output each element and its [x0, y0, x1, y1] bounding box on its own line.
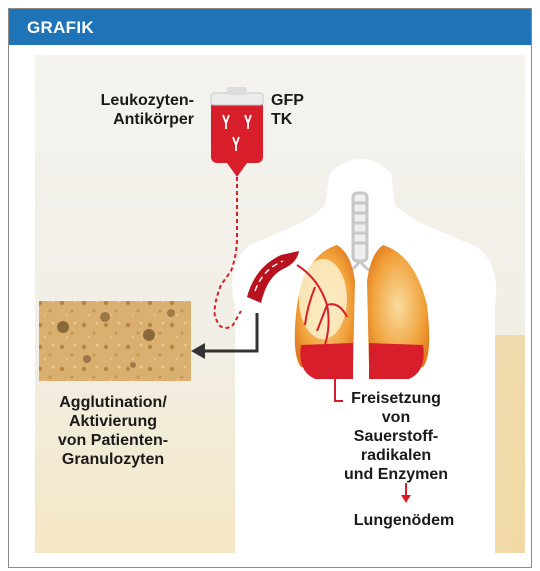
- lungenoedem-text: Lungenödem: [354, 512, 454, 529]
- agglutination-line1: Agglutination/: [33, 393, 193, 412]
- gfp-label: GFP: [271, 91, 304, 110]
- lungenoedem-label: Lungenödem: [339, 511, 469, 530]
- leukozyten-label: Leukozyten- Antikörper: [69, 91, 194, 129]
- header-title: GRAFIK: [27, 18, 94, 38]
- agglutination-line3: von Patienten-: [33, 431, 193, 450]
- agglutination-line2: Aktivierung: [33, 412, 193, 431]
- freisetzung-line1: Freisetzung: [331, 389, 461, 408]
- agglutination-line4: Granulozyten: [33, 450, 193, 469]
- freisetzung-line3: Sauerstoff-: [331, 427, 461, 446]
- freisetzung-line2: von: [331, 408, 461, 427]
- freisetzung-line5: und Enzymen: [331, 465, 461, 484]
- leukozyten-label-line1: Leukozyten-: [69, 91, 194, 110]
- granulocyte-microscopy-image: [39, 301, 191, 381]
- graphic-frame: GRAFIK: [8, 8, 532, 568]
- header-bar: GRAFIK: [9, 9, 531, 45]
- freisetzung-line4: radikalen: [331, 446, 461, 465]
- agglutination-label: Agglutination/ Aktivierung von Patienten…: [33, 393, 193, 469]
- leukozyten-label-line2: Antikörper: [69, 110, 194, 129]
- freisetzung-label: Freisetzung von Sauerstoff- radikalen un…: [331, 389, 461, 484]
- gfp-tk-label: GFP TK: [271, 91, 304, 129]
- tk-label: TK: [271, 110, 304, 129]
